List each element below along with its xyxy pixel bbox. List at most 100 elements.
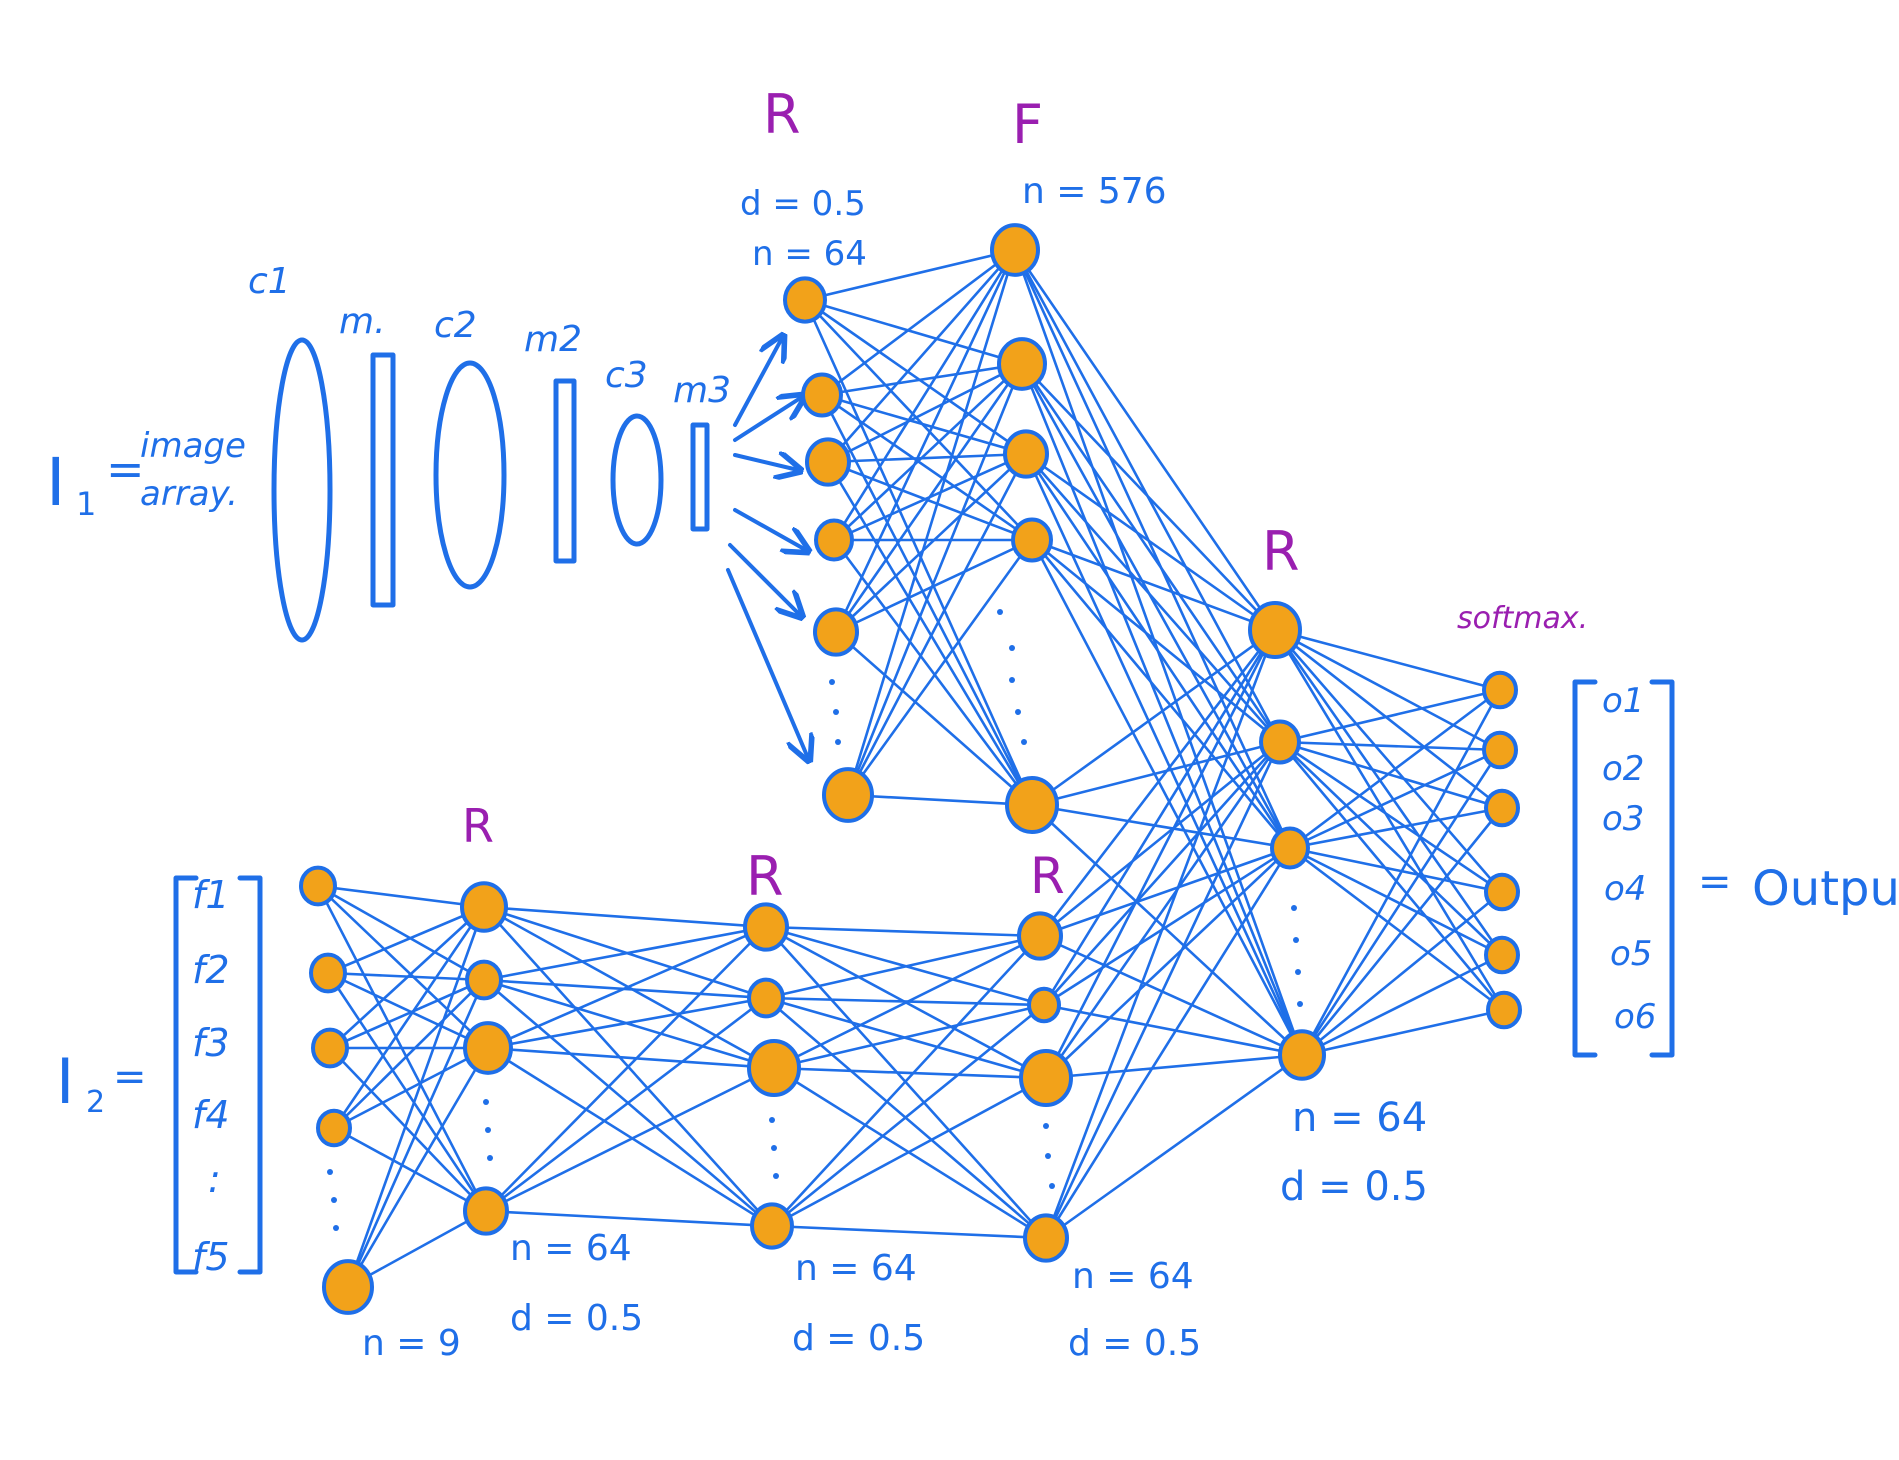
neuron-b0-0 xyxy=(299,865,337,907)
conv-stack-labels: c1 m. c2 m2 c3 m3 xyxy=(248,261,731,411)
svg-text:F: F xyxy=(1012,93,1043,156)
svg-text:m.: m. xyxy=(339,301,386,342)
edge-b0-b1 xyxy=(328,978,486,1050)
edge-b3-m xyxy=(1042,1003,1304,1057)
edge-d1-f xyxy=(803,298,1034,807)
svg-text:o6: o6 xyxy=(1614,997,1656,1037)
svg-text:c1: c1 xyxy=(248,261,291,302)
ellipsis-dot-0-1 xyxy=(833,709,839,715)
ellipsis-dot-3-0 xyxy=(483,1099,489,1105)
edge-b0-b1 xyxy=(328,1046,488,1213)
neuron-b2-1 xyxy=(747,977,785,1019)
edge-b1-b2 xyxy=(486,1046,776,1070)
ellipsis-dot-1-0 xyxy=(997,609,1003,615)
feature-bracket-left xyxy=(173,875,199,1275)
svg-text:f5: f5 xyxy=(192,1235,230,1279)
softmax-label: softmax. xyxy=(1457,601,1588,636)
edge-f-m xyxy=(1024,452,1282,744)
ellipsis-dot-3-1 xyxy=(485,1127,491,1133)
edge-d1-f xyxy=(846,362,1024,797)
edge-m-o xyxy=(1278,740,1504,894)
ellipsis-dot-4-0 xyxy=(769,1117,775,1123)
neuron-b0-3 xyxy=(316,1108,352,1148)
edge-b3-m xyxy=(1044,628,1277,1080)
ellipsis-dot-5-1 xyxy=(1045,1153,1051,1159)
ellipsis-dot-3-2 xyxy=(487,1155,493,1161)
edge-m-o xyxy=(1300,806,1504,1057)
neuron-b2-3 xyxy=(750,1202,794,1250)
ellipsis-dot-6-1 xyxy=(1293,937,1299,943)
neuron-f-2 xyxy=(1003,429,1049,479)
edge-d1-f xyxy=(820,393,1034,542)
edge-m-o xyxy=(1288,688,1502,850)
edge-b2-b3 xyxy=(772,1003,1046,1070)
edge-f-m xyxy=(1013,248,1292,850)
neuron-b3-0 xyxy=(1017,911,1063,961)
svg-text:f2: f2 xyxy=(192,948,230,992)
edge-m-o xyxy=(1273,628,1502,752)
svg-text:f3: f3 xyxy=(192,1021,230,1065)
edge-d1-f xyxy=(826,452,1028,464)
edge-b2-b3 xyxy=(770,1224,1048,1240)
svg-text:n = 64: n = 64 xyxy=(1072,1256,1194,1297)
svg-text:=: = xyxy=(106,442,145,496)
neuron-b1-0 xyxy=(460,881,508,933)
edge-b3-m xyxy=(1042,740,1282,1007)
edge-b1-b2 xyxy=(482,978,776,1070)
ellipsis-dot-6-2 xyxy=(1295,969,1301,975)
edge-b3-m xyxy=(1042,628,1277,1007)
edge-b3-m xyxy=(1042,846,1292,1007)
ellipsis-dot-1-2 xyxy=(1009,677,1015,683)
ellipsis-dot-5-2 xyxy=(1049,1183,1055,1189)
neuron-o-3 xyxy=(1484,872,1520,912)
edge-f-m xyxy=(1030,538,1277,632)
merge-labels: R n = 64 d = 0.5 xyxy=(1262,520,1428,1210)
edge-m-o xyxy=(1273,628,1504,957)
edge-f-m xyxy=(1030,803,1292,850)
edge-b3-m xyxy=(1044,740,1282,1080)
neuron-d1-3 xyxy=(814,518,854,562)
edge-d1-f xyxy=(820,362,1024,397)
neuron-b1-1 xyxy=(465,959,503,1001)
edge-b0-b1 xyxy=(326,971,490,1050)
edge-b0-b1 xyxy=(316,884,486,982)
arrow-2 xyxy=(733,397,802,442)
edge-b3-m xyxy=(1044,628,1277,1240)
svg-text:R: R xyxy=(462,799,494,853)
edge-m-o xyxy=(1288,806,1504,850)
output-bracket-left xyxy=(1572,679,1598,1058)
bottom-layer-labels: n = 9 R n = 64 d = 0.5 R n = 64 d = 0.5 … xyxy=(362,799,1201,1364)
edge-m-o xyxy=(1273,628,1504,810)
edge-f-m xyxy=(1030,538,1292,850)
edge-d1-f xyxy=(832,248,1017,542)
input1-label: I 1 = image array. xyxy=(46,426,246,523)
svg-text:n = 64: n = 64 xyxy=(752,234,867,274)
neuron-b3-1 xyxy=(1027,986,1061,1024)
edge-b3-m xyxy=(1044,846,1292,1240)
edge-m-o xyxy=(1300,953,1504,1057)
edge-m-o xyxy=(1288,846,1506,1012)
arrow-5 xyxy=(728,543,800,615)
conv1-shape xyxy=(271,337,333,643)
ellipsis-dot-5-0 xyxy=(1043,1123,1049,1129)
edge-b0-b1 xyxy=(332,1126,488,1213)
neuron-b1-3 xyxy=(463,1186,509,1236)
edge-b0-b1 xyxy=(346,905,486,1289)
arrow-3 xyxy=(733,455,798,470)
edge-b1-b2 xyxy=(484,1066,776,1213)
edge-d1-f xyxy=(826,460,1034,542)
svg-text:d = 0.5: d = 0.5 xyxy=(510,1298,643,1339)
feature-vector: f1 f2 f3 f4 : f5 xyxy=(173,873,263,1279)
ellipsis-dot-6-3 xyxy=(1297,1001,1303,1007)
edge-b1-b2 xyxy=(484,925,768,1213)
neuron-m-0 xyxy=(1248,601,1302,659)
edge-m-o xyxy=(1300,748,1502,1057)
svg-text:n = 64: n = 64 xyxy=(510,1228,632,1269)
neuron-d1-0 xyxy=(783,276,827,324)
neuron-d1-1 xyxy=(801,372,843,418)
svg-text:n = 64: n = 64 xyxy=(795,1248,917,1289)
svg-text:=: = xyxy=(113,1054,147,1100)
svg-text:Output: Output xyxy=(1752,861,1899,917)
neuron-o-5 xyxy=(1486,990,1522,1030)
edge-b3-m xyxy=(1044,1053,1304,1080)
